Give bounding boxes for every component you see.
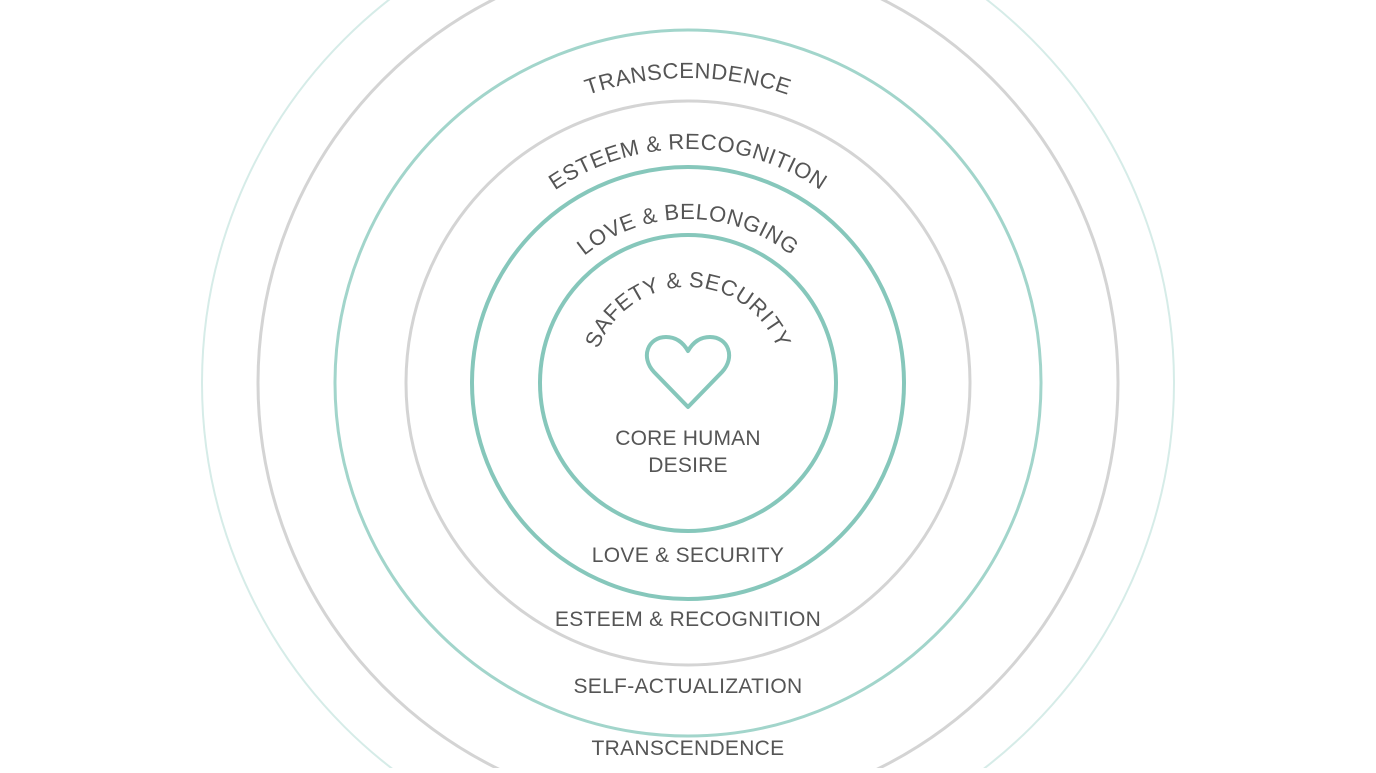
ring-3 [333,28,1043,738]
ring-outermost [201,0,1175,773]
bottom-label-love-security: LOVE & SECURITY [592,544,784,567]
arc-label-esteem-recognition: ESTEEM & RECOGNITION [544,129,832,195]
ring-innermost [538,233,838,533]
arc-label-love-belonging: LOVE & BELONGING [572,199,804,260]
heart-icon [644,335,732,409]
core-label-line-1: CORE HUMAN [615,427,761,450]
core-label: CORE HUMAN DESIRE [615,427,761,477]
ring-5 [470,165,906,601]
core-label-line-2: DESIRE [648,454,727,477]
arc-label-safety-security: SAFETY & SECURITY [580,267,796,351]
arc-label-transcendence: TRANSCENDENCE [581,58,794,100]
ring-2 [256,0,1120,773]
ring-4 [404,99,972,667]
bottom-label-esteem-recognition: ESTEEM & RECOGNITION [555,608,821,631]
bottom-label-self-actualization: SELF-ACTUALIZATION [573,675,802,698]
bottom-label-transcendence: TRANSCENDENCE [592,737,785,760]
bottom-labels: LOVE & SECURITY ESTEEM & RECOGNITION SEL… [555,544,821,760]
rings [201,0,1175,773]
